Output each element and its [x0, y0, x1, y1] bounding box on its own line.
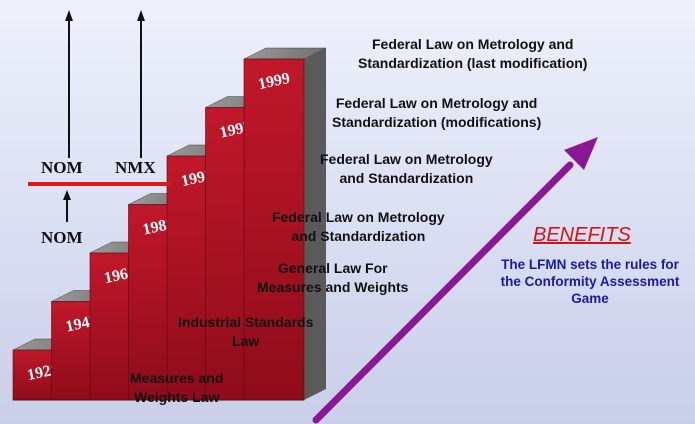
- step-1999: 1999: [243, 47, 327, 401]
- nom-lower-arrow: [63, 190, 71, 222]
- growth-arrow: [312, 137, 598, 424]
- benefits-text: The LFMN sets the rules for the Conformi…: [500, 257, 680, 306]
- step-side-face: [304, 48, 326, 400]
- year-label-1999: 1999: [257, 70, 292, 93]
- step-front-face: [243, 58, 305, 401]
- nom-upper-arrow: [65, 10, 73, 158]
- nmx-upper-arrow: [137, 10, 145, 158]
- benefits-title: BENEFITS: [533, 224, 631, 246]
- nom-lower-label: NOM: [41, 228, 83, 247]
- nom-upper-label: NOM: [41, 158, 83, 177]
- nmx-upper-label: NMX: [115, 158, 156, 177]
